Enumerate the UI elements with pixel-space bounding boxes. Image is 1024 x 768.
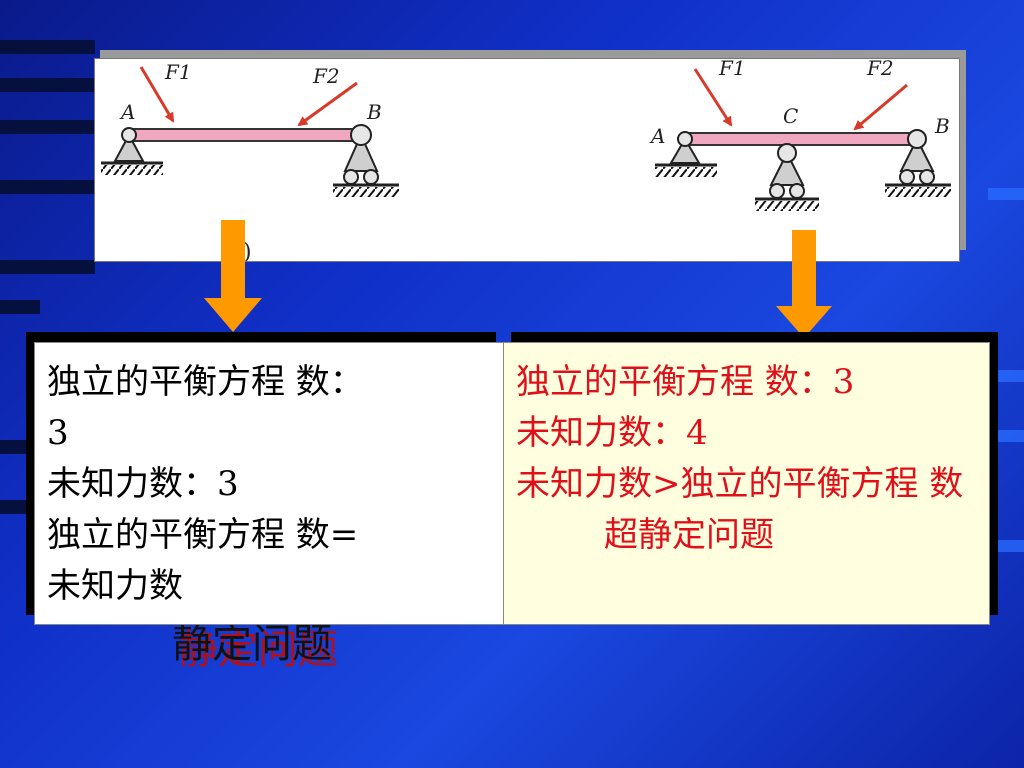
left-line-4: 独立的平衡方程 数= [47,515,359,555]
force-f1-arrow [139,66,175,123]
label-c: C [783,104,798,128]
pin-support-a [655,131,717,177]
right-line-2: 未知力数：4 [516,413,708,453]
beam-diagram: F1 F2 A B ) [101,59,951,261]
right-line-1: 独立的平衡方程 数：3 [516,362,855,402]
background-stripe [0,440,34,454]
label-b: B [934,114,950,138]
label-f1: F1 [164,60,192,84]
right-beam-diagram: F1 F2 A B C [649,59,951,211]
left-caption: ) [243,240,252,261]
statically-indeterminate-box: 独立的平衡方程 数：3 未知力数：4 未知力数>独立的平衡方程 数 超静定问题 [503,342,990,625]
down-arrow-right [776,230,832,338]
background-stripe [994,430,1024,442]
background-stripe [0,300,40,314]
background-stripe [0,180,95,194]
background-stripe [0,120,95,134]
label-a: A [119,100,135,124]
background-stripe [988,188,1024,200]
background-stripe [994,370,1024,382]
down-arrow-left [204,220,262,332]
label-f2: F2 [866,59,894,80]
force-f2-arrow [853,83,908,131]
static-problem-shadow: 静定问题 [178,627,338,673]
left-line-1: 独立的平衡方程 数： [47,362,364,402]
background-stripe [0,78,95,92]
beam-figure: F1 F2 A B ) [94,58,960,262]
background-stripe [0,40,95,54]
left-beam [128,128,362,142]
static-problem-text: 静定问题 [172,621,332,667]
right-beam [684,132,918,146]
roller-support-b [333,124,399,197]
roller-support-c [755,143,819,211]
force-f2-arrow [297,81,358,127]
pin-support-a [101,127,163,175]
static-problem-label: 静定问题 静定问题 [172,621,338,670]
left-line-5: 未知力数 [47,566,183,606]
background-stripe [994,540,1024,552]
roller-support-b [885,129,951,197]
background-stripe [0,260,95,274]
right-line-4: 超静定问题 [604,515,774,555]
label-f2: F2 [312,64,340,88]
background-stripe [0,500,34,514]
statically-determinate-box: 独立的平衡方程 数： 3 未知力数：3 独立的平衡方程 数= 未知力数 [34,342,504,625]
label-b: B [366,100,382,124]
force-f1-arrow [693,68,733,127]
left-beam-diagram: F1 F2 A B ) [101,60,399,261]
left-line-2: 3 [47,413,69,453]
left-line-3: 未知力数：3 [47,464,239,504]
label-f1: F1 [718,59,746,80]
right-line-3: 未知力数>独立的平衡方程 数 [516,464,964,504]
label-a: A [649,124,665,148]
